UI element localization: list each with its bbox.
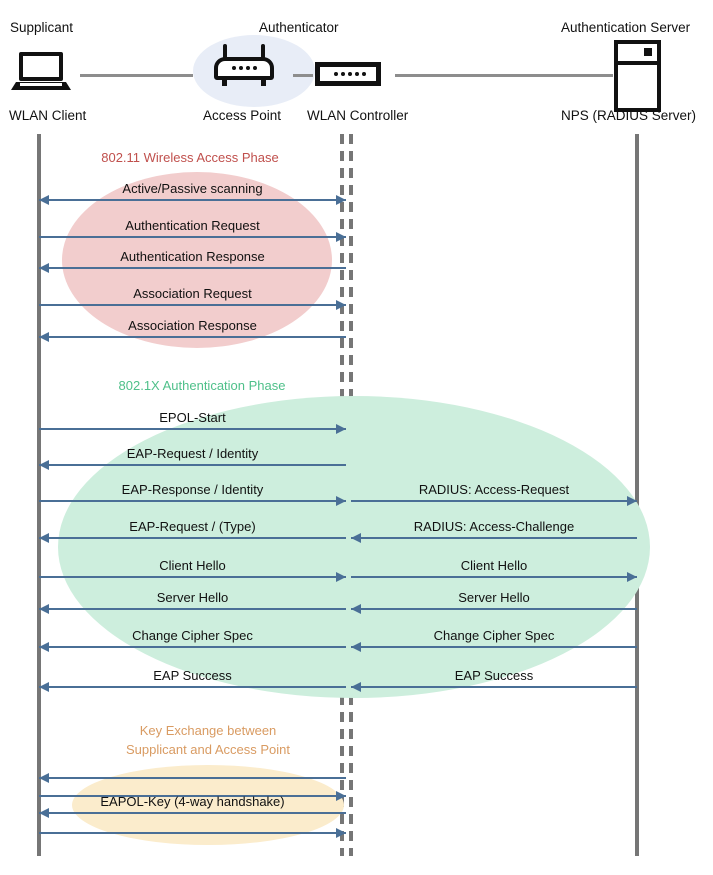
message-line xyxy=(39,500,346,502)
message-line xyxy=(39,267,346,269)
arrowhead-right-icon xyxy=(336,791,346,801)
phase-caption-80211: 802.11 Wireless Access Phase xyxy=(101,150,279,165)
arrowhead-left-icon xyxy=(351,533,361,543)
message-label: RADIUS: Access-Challenge xyxy=(413,519,575,534)
wire-ap-to-controller xyxy=(293,74,313,77)
actor-role-authenticator: Authenticator xyxy=(259,20,339,35)
message-line xyxy=(351,576,637,578)
message-label: Association Response xyxy=(128,318,257,333)
message-line xyxy=(39,576,346,578)
message-line xyxy=(39,428,346,430)
actor-role-supplicant: Supplicant xyxy=(10,20,74,35)
message-line xyxy=(39,537,346,539)
message-label: RADIUS: Access-Request xyxy=(418,482,570,497)
message-label: Server Hello xyxy=(458,590,530,605)
message-line xyxy=(39,646,346,648)
arrowhead-right-icon xyxy=(336,232,346,242)
message-line xyxy=(39,608,346,610)
device-label-wlan-client: WLAN Client xyxy=(9,108,87,123)
message-line xyxy=(39,686,346,688)
message-label: EAP-Request / (Type) xyxy=(129,519,256,534)
actor-role-authentication-server: Authentication Server xyxy=(561,20,691,35)
message-line xyxy=(351,646,637,648)
device-label-wlan-controller: WLAN Controller xyxy=(307,108,409,123)
message-label: Server Hello xyxy=(156,590,229,605)
message-line xyxy=(351,686,637,688)
laptop-icon xyxy=(11,52,71,94)
arrowhead-right-icon xyxy=(336,572,346,582)
access-point-icon xyxy=(214,44,274,88)
message-label: Association Request xyxy=(133,286,252,301)
arrowhead-left-icon xyxy=(39,263,49,273)
message-line xyxy=(351,537,637,539)
arrowhead-left-icon xyxy=(39,773,49,783)
message-label: Change Cipher Spec xyxy=(132,628,253,643)
message-label: EAP-Request / Identity xyxy=(126,446,259,461)
wire-client-to-ap xyxy=(80,74,193,77)
arrowhead-left-icon xyxy=(351,682,361,692)
arrowhead-left-icon xyxy=(39,682,49,692)
message-label: Authentication Request xyxy=(125,218,260,233)
message-line xyxy=(39,236,346,238)
arrowhead-right-icon xyxy=(336,424,346,434)
message-label: Client Hello xyxy=(460,558,528,573)
message-line xyxy=(39,777,346,779)
arrowhead-right-icon xyxy=(336,300,346,310)
message-label: EPOL-Start xyxy=(159,410,226,425)
arrowhead-left-icon xyxy=(39,195,49,205)
phase-caption-key-exchange: Key Exchange between Supplicant and Acce… xyxy=(125,723,291,757)
message-line xyxy=(351,608,637,610)
arrowhead-left-icon xyxy=(39,533,49,543)
message-label: EAP Success xyxy=(153,668,232,683)
lifeline-supplicant xyxy=(37,134,41,856)
message-line xyxy=(39,795,346,797)
arrowhead-right-icon xyxy=(627,496,637,506)
wlan-controller-icon xyxy=(315,62,381,86)
message-line xyxy=(39,812,346,814)
device-label-nps-radius-server: NPS (RADIUS Server) xyxy=(561,108,697,123)
message-label: Authentication Response xyxy=(120,249,265,264)
message-label: EAP-Response / Identity xyxy=(121,482,264,497)
lifeline-authentication-server xyxy=(635,134,639,856)
message-label: Client Hello xyxy=(159,558,226,573)
wire-controller-to-server xyxy=(395,74,613,77)
arrowhead-left-icon xyxy=(351,604,361,614)
arrowhead-left-icon xyxy=(39,332,49,342)
server-icon xyxy=(614,40,661,112)
message-line xyxy=(39,832,346,834)
arrowhead-left-icon xyxy=(39,460,49,470)
arrowhead-left-icon xyxy=(351,642,361,652)
message-line xyxy=(39,336,346,338)
message-line xyxy=(39,199,346,201)
arrowhead-left-icon xyxy=(39,808,49,818)
arrowhead-left-icon xyxy=(39,642,49,652)
arrowhead-right-icon xyxy=(336,496,346,506)
message-label: Change Cipher Spec xyxy=(433,628,555,643)
message-line xyxy=(351,500,637,502)
message-label: EAPOL-Key (4-way handshake) xyxy=(100,794,285,809)
message-label: Active/Passive scanning xyxy=(122,181,263,196)
message-label: EAP Success xyxy=(454,668,534,683)
phase-blob-8021x xyxy=(58,396,650,698)
arrowhead-right-icon xyxy=(627,572,637,582)
phase-caption-8021x: 802.1X Authentication Phase xyxy=(118,378,286,393)
arrowhead-left-icon xyxy=(39,604,49,614)
message-line xyxy=(39,464,346,466)
arrowhead-right-icon xyxy=(336,195,346,205)
arrowhead-right-icon xyxy=(336,828,346,838)
phase-blob-80211 xyxy=(62,172,332,348)
message-line xyxy=(39,304,346,306)
device-label-access-point: Access Point xyxy=(203,108,282,123)
